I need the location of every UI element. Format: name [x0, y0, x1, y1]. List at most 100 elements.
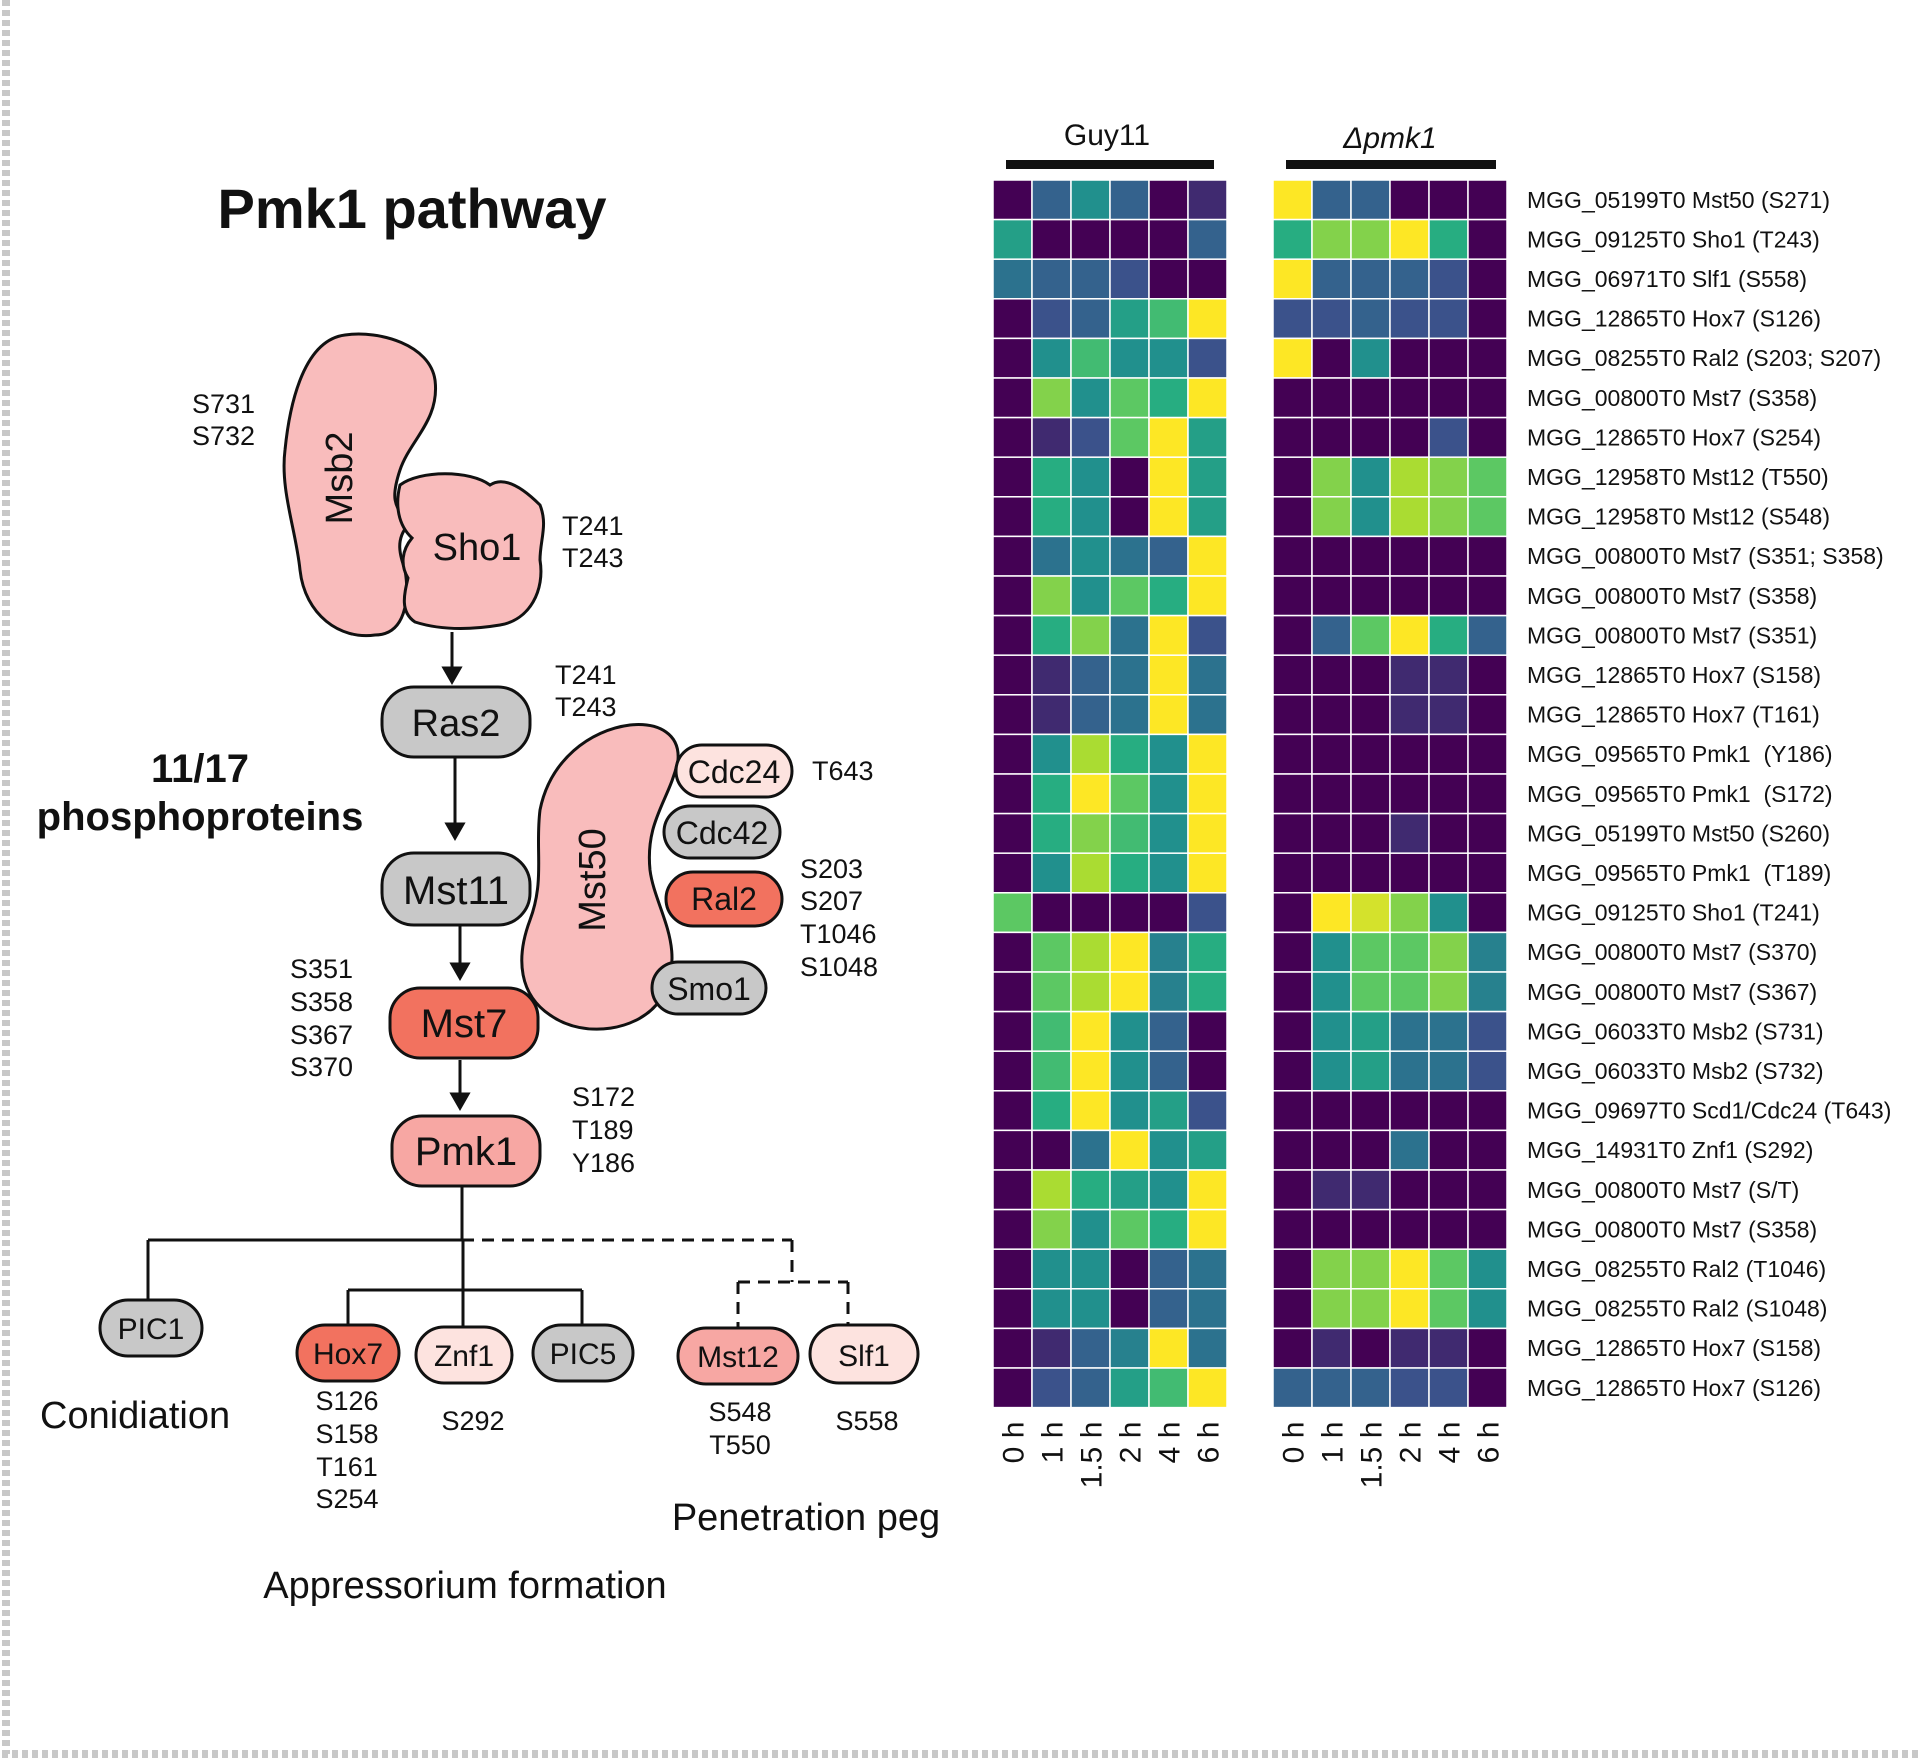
heatmap-cell: [1031, 1010, 1072, 1052]
heatmap-cell: [1272, 733, 1313, 775]
heatmap-cell: [1389, 179, 1430, 221]
heatmap-cell: [1148, 892, 1189, 934]
heatmap-row-labels: MGG_05199T0 Mst50 (S271)MGG_09125T0 Sho1…: [1527, 187, 1891, 1401]
heatmap-cell: [1109, 694, 1150, 736]
heatmap-cell: [1148, 654, 1189, 696]
timepoint-label: 4 h: [1434, 1422, 1467, 1464]
heatmap-cell: [1031, 773, 1072, 815]
heatmap-cell: [1428, 258, 1469, 300]
heatmap-cell: [1187, 694, 1228, 736]
heatmap-cell: [1070, 1050, 1111, 1092]
smo1-label: Smo1: [667, 971, 751, 1007]
heatmap-cell: [1070, 931, 1111, 973]
heatmap-cell: [1187, 892, 1228, 934]
heatmap-cell: [992, 971, 1033, 1013]
heatmap-cell: [1311, 575, 1352, 617]
heatmap-cell: [1350, 218, 1391, 260]
heatmap-cell: [1187, 337, 1228, 379]
heatmap-cell: [1467, 614, 1508, 656]
heatmap-cell: [1428, 971, 1469, 1013]
mst50-shape: [520, 723, 680, 1031]
heatmap-cell: [1148, 1248, 1189, 1290]
heatmap-cell: [1031, 931, 1072, 973]
heatmap-cell: [992, 852, 1033, 894]
heatmap-cell: [992, 179, 1033, 221]
cdc24-node: [674, 743, 794, 799]
heatmap-cell: [1389, 218, 1430, 260]
heatmap-cell: [1148, 1010, 1189, 1052]
pic5-node: [531, 1323, 635, 1383]
ral2-site: S207: [800, 886, 863, 916]
heatmap-row-label: MGG_00800T0 Mst7 (S358): [1527, 583, 1817, 609]
msb2-site: S731: [192, 389, 255, 419]
heatmap-cell: [1350, 1010, 1391, 1052]
heatmap-cell: [1272, 456, 1313, 498]
heatmap-cell: [1187, 1050, 1228, 1092]
heatmap-cell: [1350, 1248, 1391, 1290]
heatmap-cell: [1187, 1327, 1228, 1369]
heatmap-cell: [992, 773, 1033, 815]
heatmap-cell: [1428, 1327, 1469, 1369]
heatmap-cell: [1148, 416, 1189, 458]
downstream-tree: [146, 1186, 584, 1327]
heatmap-cell: [1428, 416, 1469, 458]
heatmap-cell: [992, 456, 1033, 498]
heatmap-cell: [1109, 575, 1150, 617]
heatmap-cell: [1467, 377, 1508, 419]
heatmap-cell: [1109, 892, 1150, 934]
heatmap-cell: [1187, 218, 1228, 260]
heatmap-cell: [1350, 1367, 1391, 1409]
mst50-label: Mst50: [572, 828, 614, 931]
heatmap-cell: [1031, 1367, 1072, 1409]
heatmap-cell: [1428, 812, 1469, 854]
heatmap-cell: [992, 1169, 1033, 1211]
slf1-label: Slf1: [838, 1340, 890, 1373]
cdc24-label: Cdc24: [688, 754, 781, 790]
timepoint-label: 1.5 h: [1356, 1422, 1389, 1489]
heatmap-cell: [1148, 614, 1189, 656]
heatmap-cell: [1311, 337, 1352, 379]
heatmap-cell: [1070, 1090, 1111, 1132]
heatmap-cell: [1311, 614, 1352, 656]
heatmap-cell: [1031, 1050, 1072, 1092]
heatmap-cell: [1187, 496, 1228, 538]
heatmap-row-label: MGG_14931T0 Znf1 (S292): [1527, 1137, 1813, 1163]
heatmap-cell: [1467, 852, 1508, 894]
msb2-site: S732: [192, 421, 255, 451]
heatmap-cell: [1350, 298, 1391, 340]
heatmap-cell: [1070, 456, 1111, 498]
heatmap-cell: [1272, 1248, 1313, 1290]
heatmap-row-label: MGG_06033T0 Msb2 (S731): [1527, 1018, 1824, 1044]
heatmap-cell: [1187, 614, 1228, 656]
heatmap-row-label: MGG_09125T0 Sho1 (T241): [1527, 900, 1820, 926]
heatmap-cell: [1311, 456, 1352, 498]
mst7-site: S358: [290, 987, 353, 1017]
heatmap-cell: [992, 1010, 1033, 1052]
heatmap-cell: [992, 694, 1033, 736]
mst7-node: [388, 986, 540, 1060]
heatmap-row-label: MGG_09565T0 Pmk1 (S172): [1527, 781, 1833, 807]
heatmap-cell: [1148, 535, 1189, 577]
heatmap-cell: [1428, 1050, 1469, 1092]
hox7-label: Hox7: [313, 1338, 383, 1371]
heatmap-cell: [1467, 456, 1508, 498]
pmk1-site: S172: [572, 1082, 635, 1112]
heatmap-cell: [1311, 812, 1352, 854]
heatmap-cell: [1187, 1248, 1228, 1290]
heatmap-cell: [1428, 694, 1469, 736]
heatmap-cell: [1350, 1050, 1391, 1092]
heatmap-cell: [1311, 1367, 1352, 1409]
heatmap-cell: [1070, 1367, 1111, 1409]
heatmap-cell: [1031, 852, 1072, 894]
timepoint-label: 1 h: [1037, 1422, 1070, 1464]
heatmap-row-label: MGG_00800T0 Mst7 (S351): [1527, 622, 1817, 648]
hox7-site: S158: [315, 1419, 378, 1449]
pmk1-node: [390, 1114, 542, 1188]
heatmap-cell: [1187, 1367, 1228, 1409]
heatmap-cell: [1467, 1208, 1508, 1250]
heatmap-cell: [1187, 575, 1228, 617]
heatmap-cell: [1389, 694, 1430, 736]
heatmap-cell: [992, 575, 1033, 617]
heatmap-cell: [1272, 931, 1313, 973]
heatmap-cell: [1148, 1129, 1189, 1171]
